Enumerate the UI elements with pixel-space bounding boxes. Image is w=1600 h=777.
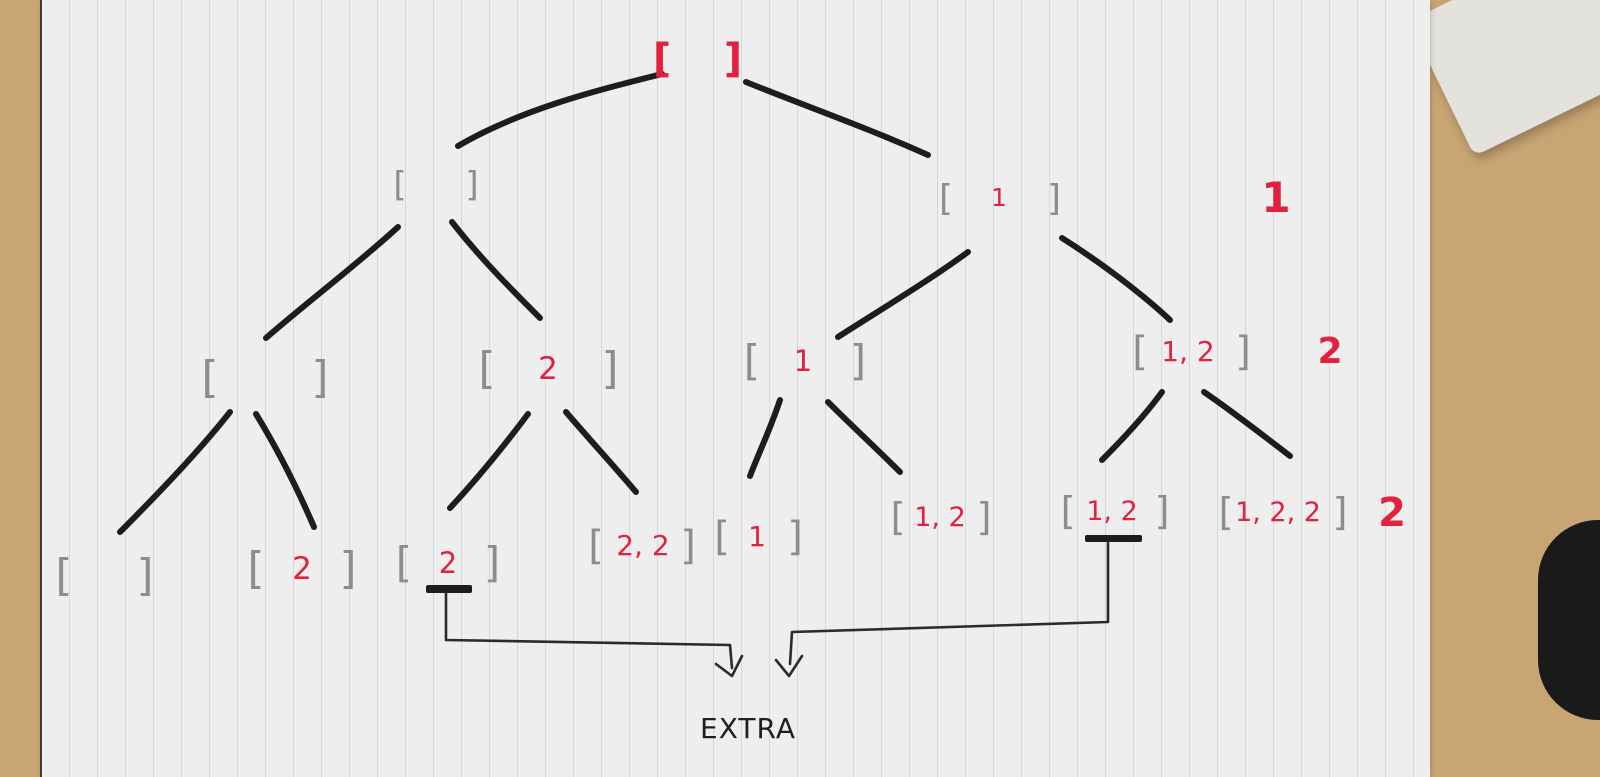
node-value: 1, 2 bbox=[1086, 496, 1138, 527]
node-close-bracket: ] bbox=[1235, 329, 1251, 375]
node-close-bracket: ] bbox=[724, 36, 742, 82]
extra-arrows bbox=[444, 541, 1110, 678]
tree-node-level2-3: [] 1, 2 bbox=[1132, 329, 1251, 375]
node-open-bracket: [ bbox=[744, 336, 760, 385]
tree-nodes: [][][]1[][]2[]1[]1, 2[][]2[]2[]2, 2[]1[]… bbox=[55, 36, 1347, 601]
node-close-bracket: ] bbox=[787, 514, 803, 560]
node-value: 1 bbox=[748, 520, 766, 553]
node-close-bracket: ] bbox=[339, 543, 356, 594]
tree-node-level2-2: [] 1 bbox=[744, 336, 866, 385]
edge-l2a-right bbox=[253, 411, 317, 530]
tree-node-level2-1: [] 2 bbox=[478, 343, 618, 394]
edge-root-left bbox=[455, 71, 665, 149]
node-open-bracket: [ bbox=[653, 36, 671, 82]
edge-l2c-right bbox=[825, 399, 903, 475]
node-open-bracket: [ bbox=[891, 495, 906, 539]
node-open-bracket: [ bbox=[588, 523, 604, 569]
node-open-bracket: [ bbox=[55, 550, 72, 601]
node-close-bracket: ] bbox=[601, 343, 618, 394]
node-close-bracket: ] bbox=[680, 523, 696, 569]
tree-node-level3-4: [] 1 bbox=[714, 514, 803, 560]
node-value: 1, 2 bbox=[1161, 335, 1214, 368]
node-value: 1, 2, 2 bbox=[1235, 497, 1321, 528]
arrow-line-right bbox=[788, 541, 1110, 666]
node-close-bracket: ] bbox=[311, 352, 328, 403]
level-mark-3: 2 bbox=[1378, 490, 1406, 536]
level-mark-1: 1 bbox=[1261, 173, 1290, 222]
ruled-lines bbox=[42, 0, 1430, 777]
tree-node-level3-3: [] 2, 2 bbox=[588, 523, 696, 569]
node-close-bracket: ] bbox=[977, 495, 992, 539]
node-open-bracket: [ bbox=[247, 543, 264, 594]
node-close-bracket: ] bbox=[850, 336, 866, 385]
tree-node-root-0: [] bbox=[653, 36, 742, 82]
edge-l1b-right bbox=[1059, 235, 1173, 323]
node-open-bracket: [ bbox=[1219, 490, 1234, 534]
node-value: 2 bbox=[538, 351, 558, 387]
node-value: 1 bbox=[991, 183, 1007, 212]
edge-l2a-left bbox=[117, 409, 233, 535]
dark-object bbox=[1538, 520, 1600, 720]
duplicate-marker-right bbox=[1085, 535, 1142, 542]
node-value: 2 bbox=[292, 551, 312, 587]
edge-l2b-left bbox=[447, 411, 531, 511]
edge-l1a-right bbox=[449, 219, 543, 321]
edge-l1a-left bbox=[263, 224, 401, 341]
edge-l2b-right bbox=[563, 409, 639, 495]
node-close-bracket: ] bbox=[465, 165, 478, 205]
tree-node-level1-0: [] bbox=[393, 165, 478, 205]
node-close-bracket: ] bbox=[1333, 490, 1348, 534]
node-value: 1, 2 bbox=[914, 502, 966, 533]
node-close-bracket: ] bbox=[484, 538, 500, 587]
notebook-paper bbox=[42, 0, 1430, 777]
tree-node-level3-7: [] 1, 2, 2 bbox=[1219, 490, 1348, 534]
duplicate-markers bbox=[426, 535, 1142, 593]
node-open-bracket: [ bbox=[939, 178, 953, 219]
tree-edges bbox=[117, 71, 1293, 535]
node-open-bracket: [ bbox=[1132, 329, 1148, 375]
tree-node-level2-0: [] bbox=[201, 352, 328, 403]
arrow-head-right bbox=[774, 654, 804, 678]
node-open-bracket: [ bbox=[396, 538, 412, 587]
level-mark-2: 2 bbox=[1317, 331, 1342, 372]
node-value: 1 bbox=[794, 344, 812, 378]
level-marks: 1 2 2 bbox=[1261, 173, 1406, 536]
tree-node-level1-1: [] 1 bbox=[939, 178, 1061, 219]
edge-l2d-right bbox=[1201, 389, 1293, 459]
edge-l2c-left bbox=[747, 397, 783, 479]
tree-node-level3-0: [] bbox=[55, 550, 153, 601]
arrow-head-left bbox=[714, 654, 744, 678]
tree-node-level3-2: [] 2 bbox=[396, 538, 500, 587]
arrow-line-left bbox=[444, 590, 734, 670]
node-open-bracket: [ bbox=[201, 352, 218, 403]
tree-node-level3-5: [] 1, 2 bbox=[891, 495, 992, 539]
extra-label: EXTRA bbox=[700, 712, 796, 745]
node-value: 2, 2 bbox=[616, 529, 669, 562]
tree-node-level3-6: [] 1, 2 bbox=[1061, 489, 1170, 533]
node-value: 2 bbox=[439, 546, 457, 580]
tree-node-level3-1: [] 2 bbox=[247, 543, 356, 594]
node-open-bracket: [ bbox=[478, 343, 495, 394]
edge-root-right bbox=[743, 79, 931, 158]
edge-l1b-left bbox=[835, 249, 971, 340]
node-close-bracket: ] bbox=[136, 550, 153, 601]
node-open-bracket: [ bbox=[1061, 489, 1076, 533]
node-open-bracket: [ bbox=[714, 514, 730, 560]
node-close-bracket: ] bbox=[1155, 489, 1170, 533]
duplicate-marker-left bbox=[426, 585, 472, 593]
node-close-bracket: ] bbox=[1047, 178, 1061, 219]
node-open-bracket: [ bbox=[393, 165, 406, 205]
edge-l2d-left bbox=[1099, 389, 1165, 463]
